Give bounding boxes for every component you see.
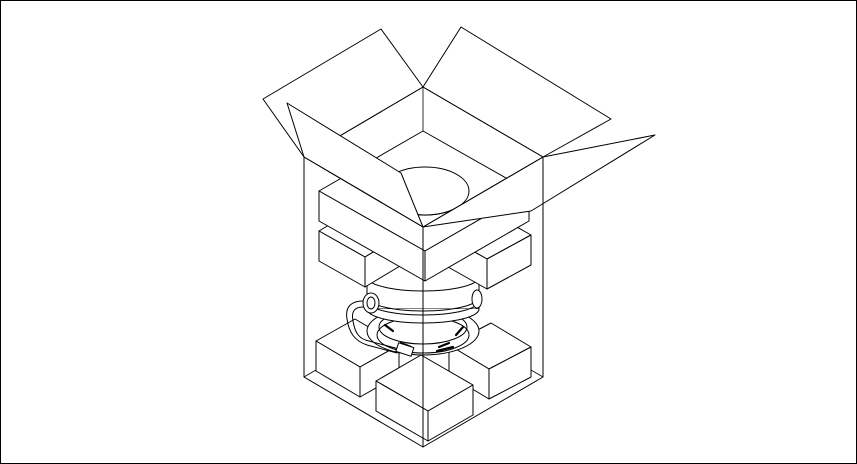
- back-right-flap: [422, 26, 612, 158]
- carton-front-edges: [303, 156, 544, 448]
